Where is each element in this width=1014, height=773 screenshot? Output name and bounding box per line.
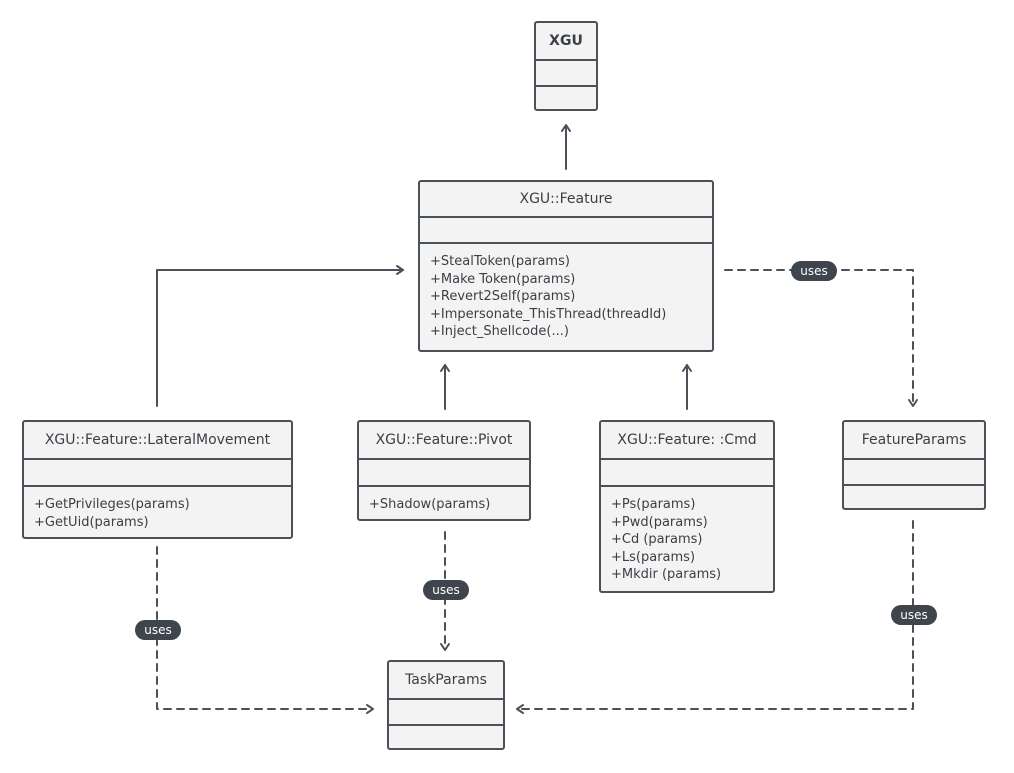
arrowhead-icon bbox=[366, 704, 374, 714]
arrowhead-icon bbox=[682, 364, 692, 372]
operation: +GetPrivileges(params) bbox=[34, 497, 190, 512]
class-name: XGU::Feature::Pivot bbox=[375, 432, 513, 448]
attributes-section bbox=[420, 216, 712, 242]
class-lateral-movement[interactable]: XGU::Feature::LateralMovement +GetPrivil… bbox=[22, 420, 293, 539]
class-feature-params[interactable]: FeatureParams bbox=[842, 420, 986, 510]
operation: +Pwd(params) bbox=[611, 514, 708, 530]
uses-label-lateral-taskparams: uses bbox=[135, 620, 181, 640]
attributes-section bbox=[389, 698, 503, 724]
edge-featureparams-to-taskparams bbox=[516, 520, 914, 714]
arrowhead-icon bbox=[440, 364, 450, 372]
class-xgu[interactable]: XGU bbox=[534, 21, 598, 111]
class-feature[interactable]: XGU::Feature +StealToken(params) +Make T… bbox=[418, 180, 714, 352]
class-name: XGU bbox=[549, 33, 583, 49]
uses-label-pivot-taskparams: uses bbox=[423, 580, 469, 600]
operation: +Inject_Shellcode(...) bbox=[430, 324, 569, 339]
operations-section: +StealToken(params) +Make Token(params) … bbox=[420, 242, 712, 350]
attributes-section bbox=[536, 59, 596, 85]
operation: +Shadow(params) bbox=[369, 497, 491, 512]
operation: +Make Token(params) bbox=[430, 271, 576, 287]
edge-pivot-to-feature bbox=[440, 364, 450, 410]
attributes-section bbox=[359, 458, 529, 485]
operation: +Cd (params) bbox=[611, 532, 703, 547]
arrowhead-icon bbox=[516, 704, 524, 714]
operations-section bbox=[536, 85, 596, 109]
edge-lateral-to-feature bbox=[156, 265, 404, 407]
operations-section bbox=[389, 724, 503, 748]
attributes-section bbox=[844, 458, 984, 484]
class-name: XGU::Feature bbox=[519, 191, 613, 207]
operations-section: +Shadow(params) bbox=[359, 485, 529, 519]
edge-feature-to-xgu bbox=[561, 124, 571, 170]
operation: +StealToken(params) bbox=[430, 254, 570, 269]
arrowhead-icon bbox=[440, 643, 450, 651]
operation: +Ps(params) bbox=[611, 497, 696, 512]
edge-lateral-to-taskparams bbox=[156, 546, 374, 714]
arrowhead-icon bbox=[908, 399, 918, 407]
attributes-section bbox=[601, 458, 773, 485]
class-cmd[interactable]: XGU::Feature: :Cmd +Ps(params) +Pwd(para… bbox=[599, 420, 775, 593]
operation: +GetUid(params) bbox=[34, 514, 149, 530]
class-name: XGU::Feature::LateralMovement bbox=[44, 432, 271, 448]
arrowhead-icon bbox=[396, 265, 404, 275]
class-name: TaskParams bbox=[405, 672, 487, 688]
class-task-params[interactable]: TaskParams bbox=[387, 660, 505, 750]
operation: +Impersonate_ThisThread(threadId) bbox=[430, 306, 667, 322]
edge-cmd-to-feature bbox=[682, 364, 692, 410]
class-name: XGU::Feature: :Cmd bbox=[617, 432, 757, 448]
uses-label-featureparams-taskparams: uses bbox=[891, 605, 937, 625]
operations-section: +GetPrivileges(params) +GetUid(params) bbox=[24, 485, 291, 537]
edge-feature-to-featureparams bbox=[724, 269, 918, 407]
operations-section: +Ps(params) +Pwd(params) +Cd (params) +L… bbox=[601, 485, 773, 591]
operation: +Ls(params) bbox=[611, 549, 696, 565]
uses-label-feature-featureparams: uses bbox=[791, 261, 837, 281]
class-name: FeatureParams bbox=[861, 432, 967, 448]
operation: +Mkdir (params) bbox=[611, 567, 722, 582]
operation: +Revert2Self(params) bbox=[430, 289, 576, 304]
attributes-section bbox=[24, 458, 291, 485]
operations-section bbox=[844, 484, 984, 508]
arrowhead-icon bbox=[561, 124, 571, 132]
class-pivot[interactable]: XGU::Feature::Pivot +Shadow(params) bbox=[357, 420, 531, 521]
